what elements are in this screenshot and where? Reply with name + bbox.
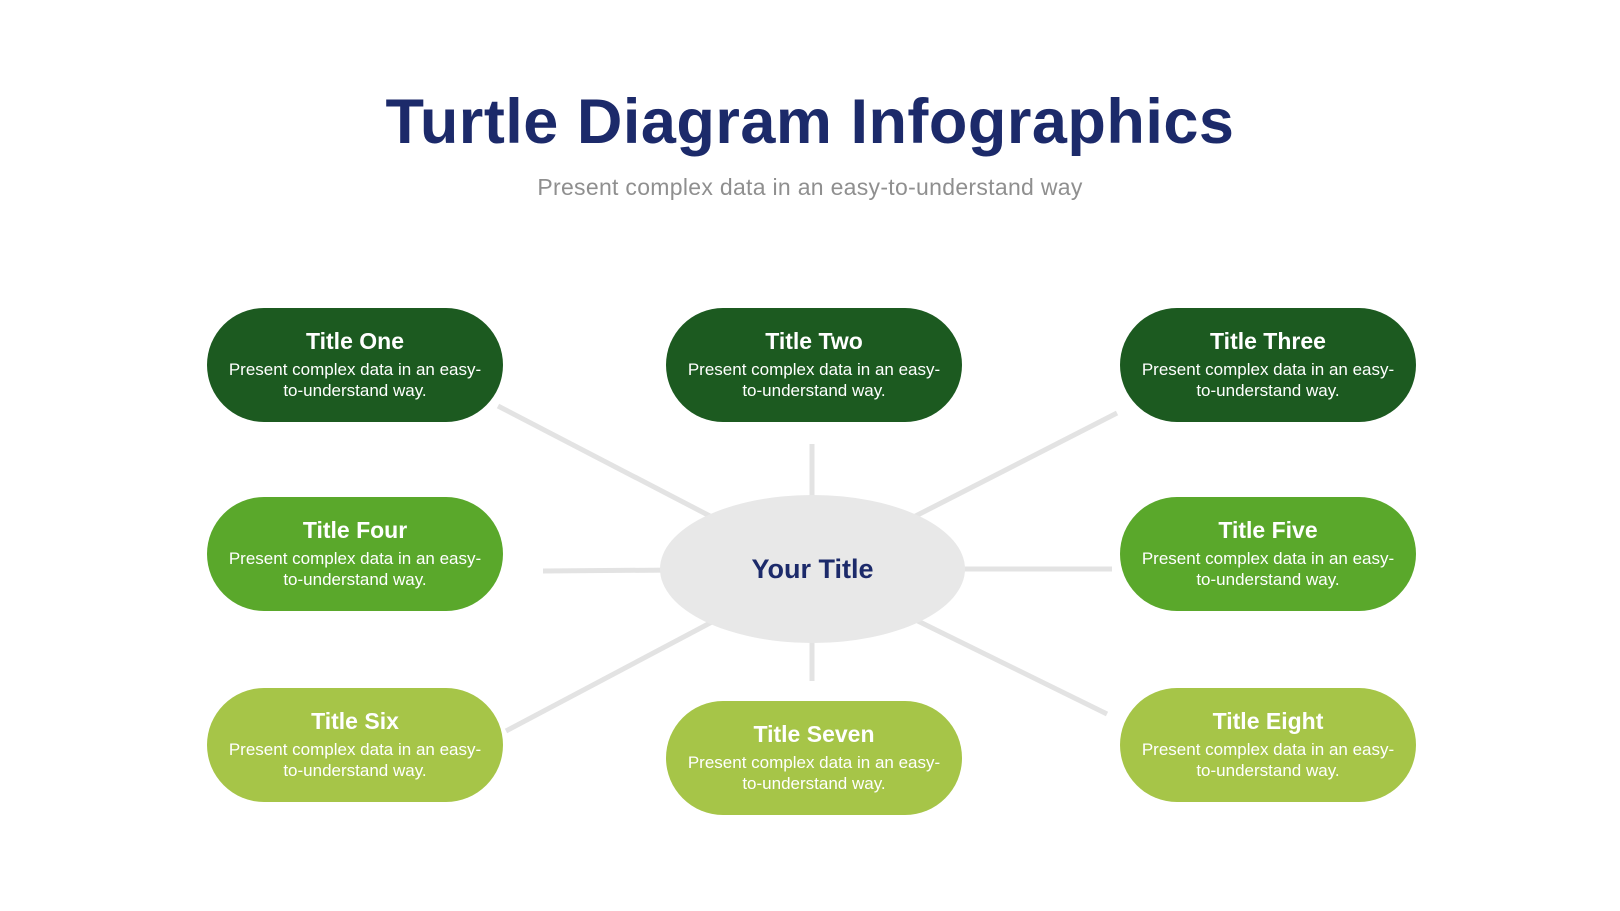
card-body-text: Present complex data in an easy-to-under… [228, 360, 482, 400]
card-title-text: Title Two [765, 328, 863, 355]
card-body-text: Present complex data in an easy-to-under… [1141, 360, 1395, 400]
card-title-one: Title One Present complex data in an eas… [207, 308, 503, 422]
center-ellipse: Your Title [660, 495, 965, 643]
card-title-text: Title Four [302, 517, 408, 544]
card-body-text: Present complex data in an easy-to-under… [228, 549, 482, 589]
card-title-text: Title Six [311, 708, 399, 735]
card-title-six: Title Six Present complex data in an eas… [207, 688, 503, 802]
card-body-text: Present complex data in an easy-to-under… [687, 360, 941, 400]
card-body-text: Present complex data in an easy-to-under… [687, 753, 941, 793]
header: Turtle Diagram Infographics Present comp… [0, 0, 1620, 201]
card-title-text: Title Seven [753, 721, 875, 748]
card-title-four: Title Four Present complex data in an ea… [207, 497, 503, 611]
card-title-text: Title Three [1210, 328, 1326, 355]
page-subtitle: Present complex data in an easy-to-under… [537, 174, 1083, 200]
card-title-text: Title Eight [1212, 708, 1324, 735]
card-body-text: Present complex data in an easy-to-under… [1141, 549, 1395, 589]
card-title-text: Title Five [1218, 517, 1318, 544]
card-body-text: Present complex data in an easy-to-under… [228, 740, 482, 780]
card-title-two: Title Two Present complex data in an eas… [666, 308, 962, 422]
card-title-text: Title One [306, 328, 404, 355]
card-title-seven: Title Seven Present complex data in an e… [666, 701, 962, 815]
card-body-text: Present complex data in an easy-to-under… [1141, 740, 1395, 780]
card-title-five: Title Five Present complex data in an ea… [1120, 497, 1416, 611]
card-title-eight: Title Eight Present complex data in an e… [1120, 688, 1416, 802]
page-title: Turtle Diagram Infographics [385, 87, 1235, 157]
card-title-three: Title Three Present complex data in an e… [1120, 308, 1416, 422]
center-title: Your Title [751, 553, 874, 584]
